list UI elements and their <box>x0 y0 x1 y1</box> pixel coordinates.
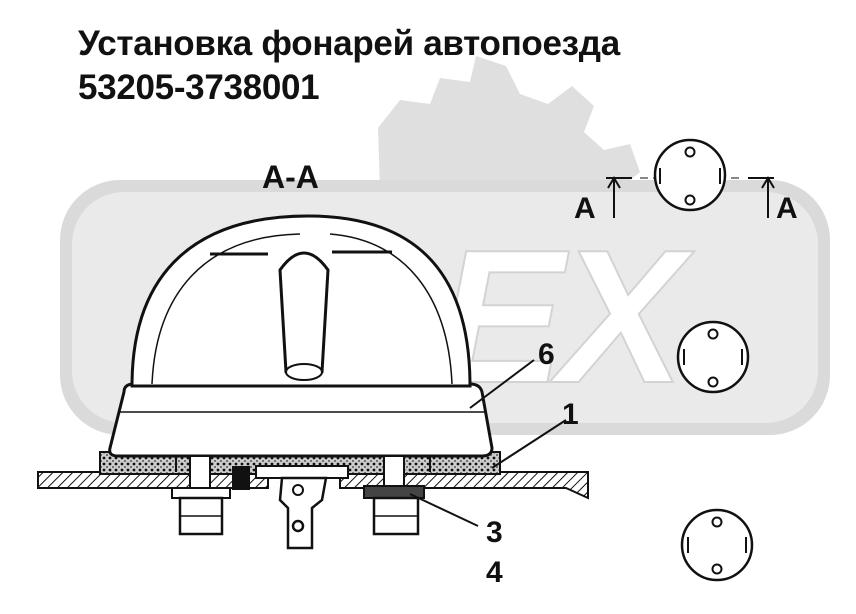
lamp-plan-middle <box>676 320 750 394</box>
lamp-base <box>108 382 494 458</box>
callout-1: 1 <box>562 398 579 431</box>
lamp-plan-bottom <box>680 508 754 582</box>
leader-lines <box>409 359 567 527</box>
section-label: A-A <box>262 159 319 195</box>
callout-3: 3 <box>486 516 503 549</box>
right-fastener <box>363 455 425 536</box>
section-marker-left-label: A <box>574 192 596 225</box>
section-marker <box>606 176 775 218</box>
title-line-2: 53205-3738001 <box>78 68 320 107</box>
center-terminal <box>278 476 328 550</box>
lamp-plan-top <box>653 138 727 212</box>
title-line-1: Установка фонарей автопоезда <box>78 24 620 63</box>
callout-4: 4 <box>486 556 503 589</box>
callout-6: 6 <box>538 338 555 371</box>
drawing-title: Установка фонарей автопоезда 53205-37380… <box>78 22 620 110</box>
lamp-bulb <box>278 251 330 381</box>
watermark-gear <box>378 56 640 190</box>
section-marker-right-label: A <box>776 192 798 225</box>
left-fastener <box>171 455 250 536</box>
